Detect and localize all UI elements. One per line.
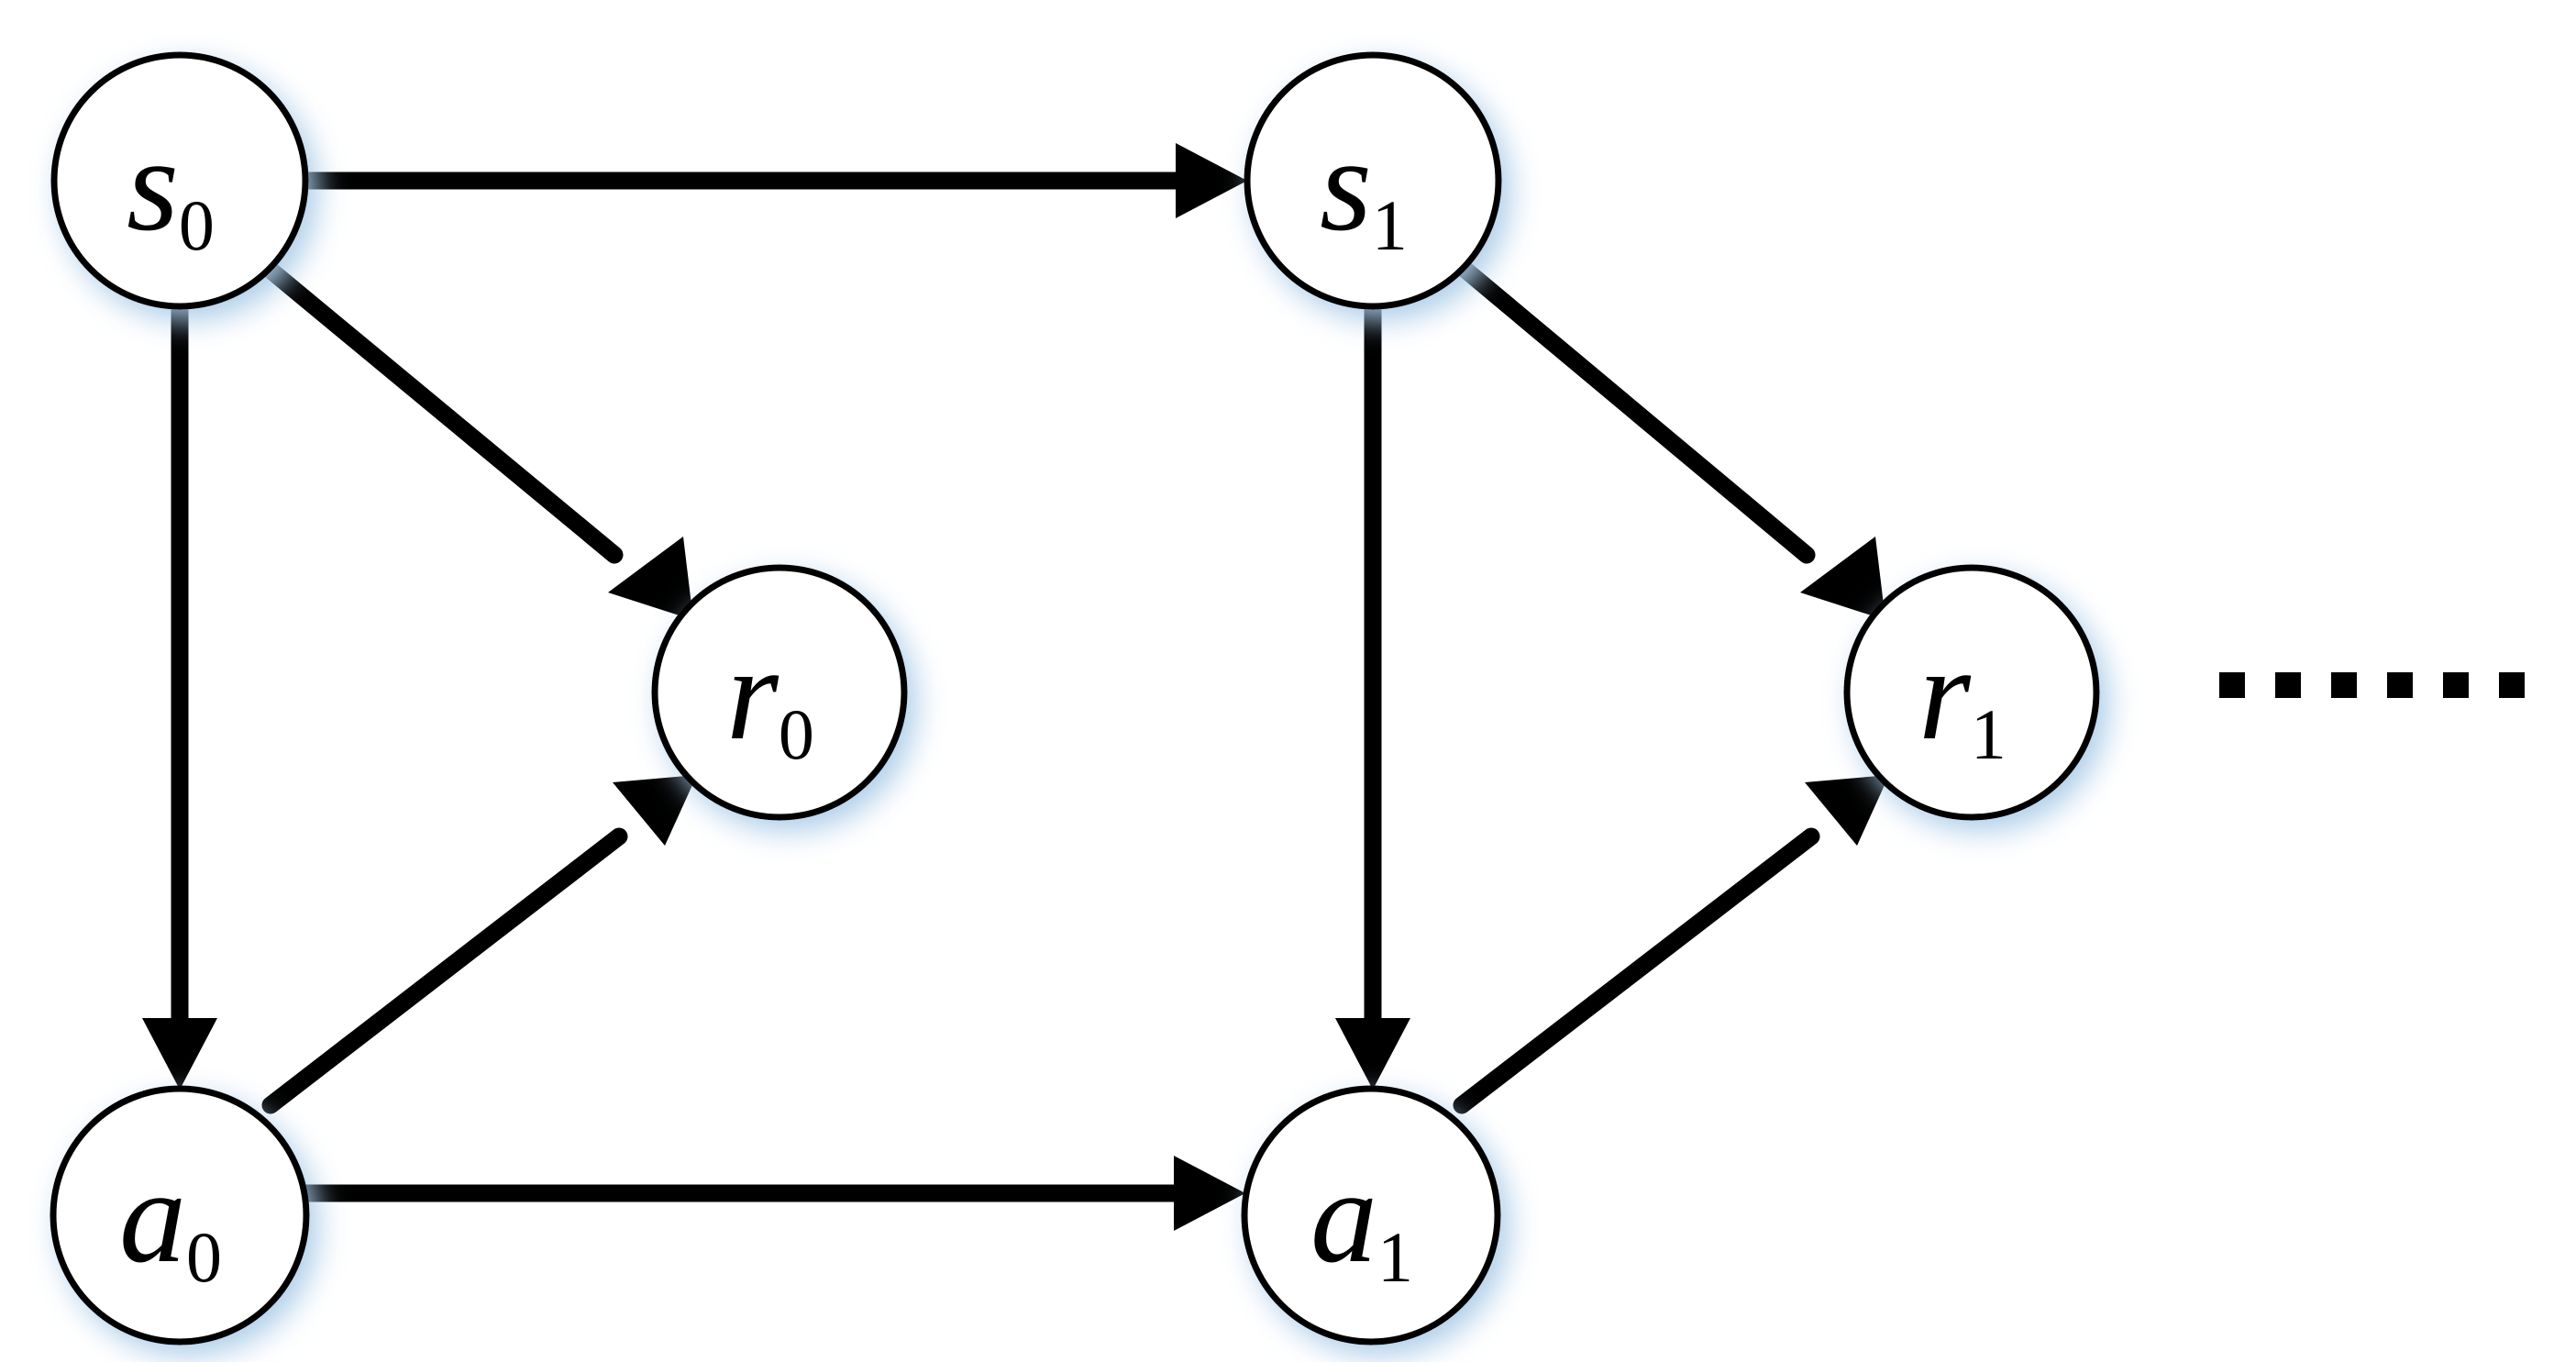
node-s1-circle	[1244, 51, 1502, 310]
node-s0[interactable]: s0	[50, 51, 309, 310]
node-a0-subscript: 0	[186, 1217, 222, 1297]
edge-s1-to-r1-shaft	[1452, 257, 1816, 564]
edge-s1-to-r1-arrowhead	[1800, 537, 1885, 620]
ellipsis-dot	[2443, 672, 2469, 698]
node-a1-circle	[1241, 1085, 1501, 1345]
edge-a0-to-r0	[261, 775, 697, 1114]
edge-a0-to-a1	[297, 1156, 1245, 1231]
node-a0-base: a	[119, 1142, 186, 1290]
node-s1-label: s1	[1320, 110, 1408, 265]
edge-a0-to-r0-shaft	[261, 827, 628, 1114]
edge-a0-to-r0-arrowhead	[613, 775, 697, 846]
node-r1-label: r1	[1918, 619, 2007, 774]
node-a1-label: a1	[1310, 1142, 1413, 1297]
node-a1[interactable]: a1	[1241, 1085, 1501, 1345]
node-a0-label: a0	[119, 1142, 222, 1297]
edge-s1-to-r1	[1452, 257, 1885, 620]
ellipsis-dot	[2275, 672, 2301, 698]
edge-s0-to-a0-arrowhead	[142, 1018, 217, 1090]
continuation-ellipsis	[2219, 672, 2525, 698]
ellipsis-dot	[2499, 672, 2525, 698]
node-s0-circle	[50, 51, 309, 310]
node-r0-base: r	[726, 619, 779, 768]
node-r0[interactable]: r0	[651, 564, 908, 821]
node-r1-subscript: 1	[1971, 694, 2007, 774]
node-r1-circle	[1843, 564, 2100, 821]
edge-s0-to-r0	[259, 259, 693, 620]
node-r0-circle	[651, 564, 908, 821]
node-s1-base: s	[1320, 110, 1372, 259]
node-s0-subscript: 0	[179, 185, 215, 265]
node-a1-base: a	[1310, 1142, 1377, 1290]
edge-s0-to-r0-arrowhead	[608, 537, 693, 620]
edge-s0-to-s1	[298, 143, 1247, 218]
ellipsis-dot	[2219, 672, 2245, 698]
node-a0-circle	[50, 1085, 310, 1345]
node-r1-base: r	[1918, 619, 1972, 768]
edge-s1-to-a1	[1335, 297, 1410, 1090]
ellipsis-dot	[2331, 672, 2357, 698]
node-s1[interactable]: s1	[1244, 51, 1502, 310]
node-s0-base: s	[127, 110, 179, 259]
node-s1-subscript: 1	[1372, 185, 1408, 265]
node-s0-label: s0	[127, 110, 215, 265]
edge-s0-to-s1-arrowhead	[1176, 143, 1247, 218]
edge-s0-to-r0-shaft	[259, 259, 624, 564]
edge-a1-to-r1-shaft	[1453, 827, 1820, 1114]
node-r0-label: r0	[726, 619, 814, 774]
edge-a0-to-a1-arrowhead	[1174, 1156, 1245, 1231]
edge-s1-to-a1-arrowhead	[1335, 1018, 1410, 1090]
node-a1-subscript: 1	[1377, 1217, 1413, 1297]
ellipsis-dot	[2387, 672, 2413, 698]
node-a0[interactable]: a0	[50, 1085, 310, 1345]
node-r1[interactable]: r1	[1843, 564, 2100, 821]
edge-s0-to-a0	[142, 297, 217, 1090]
node-r0-subscript: 0	[779, 694, 814, 774]
edge-a1-to-r1	[1453, 775, 1889, 1114]
edge-a1-to-r1-arrowhead	[1805, 775, 1889, 846]
